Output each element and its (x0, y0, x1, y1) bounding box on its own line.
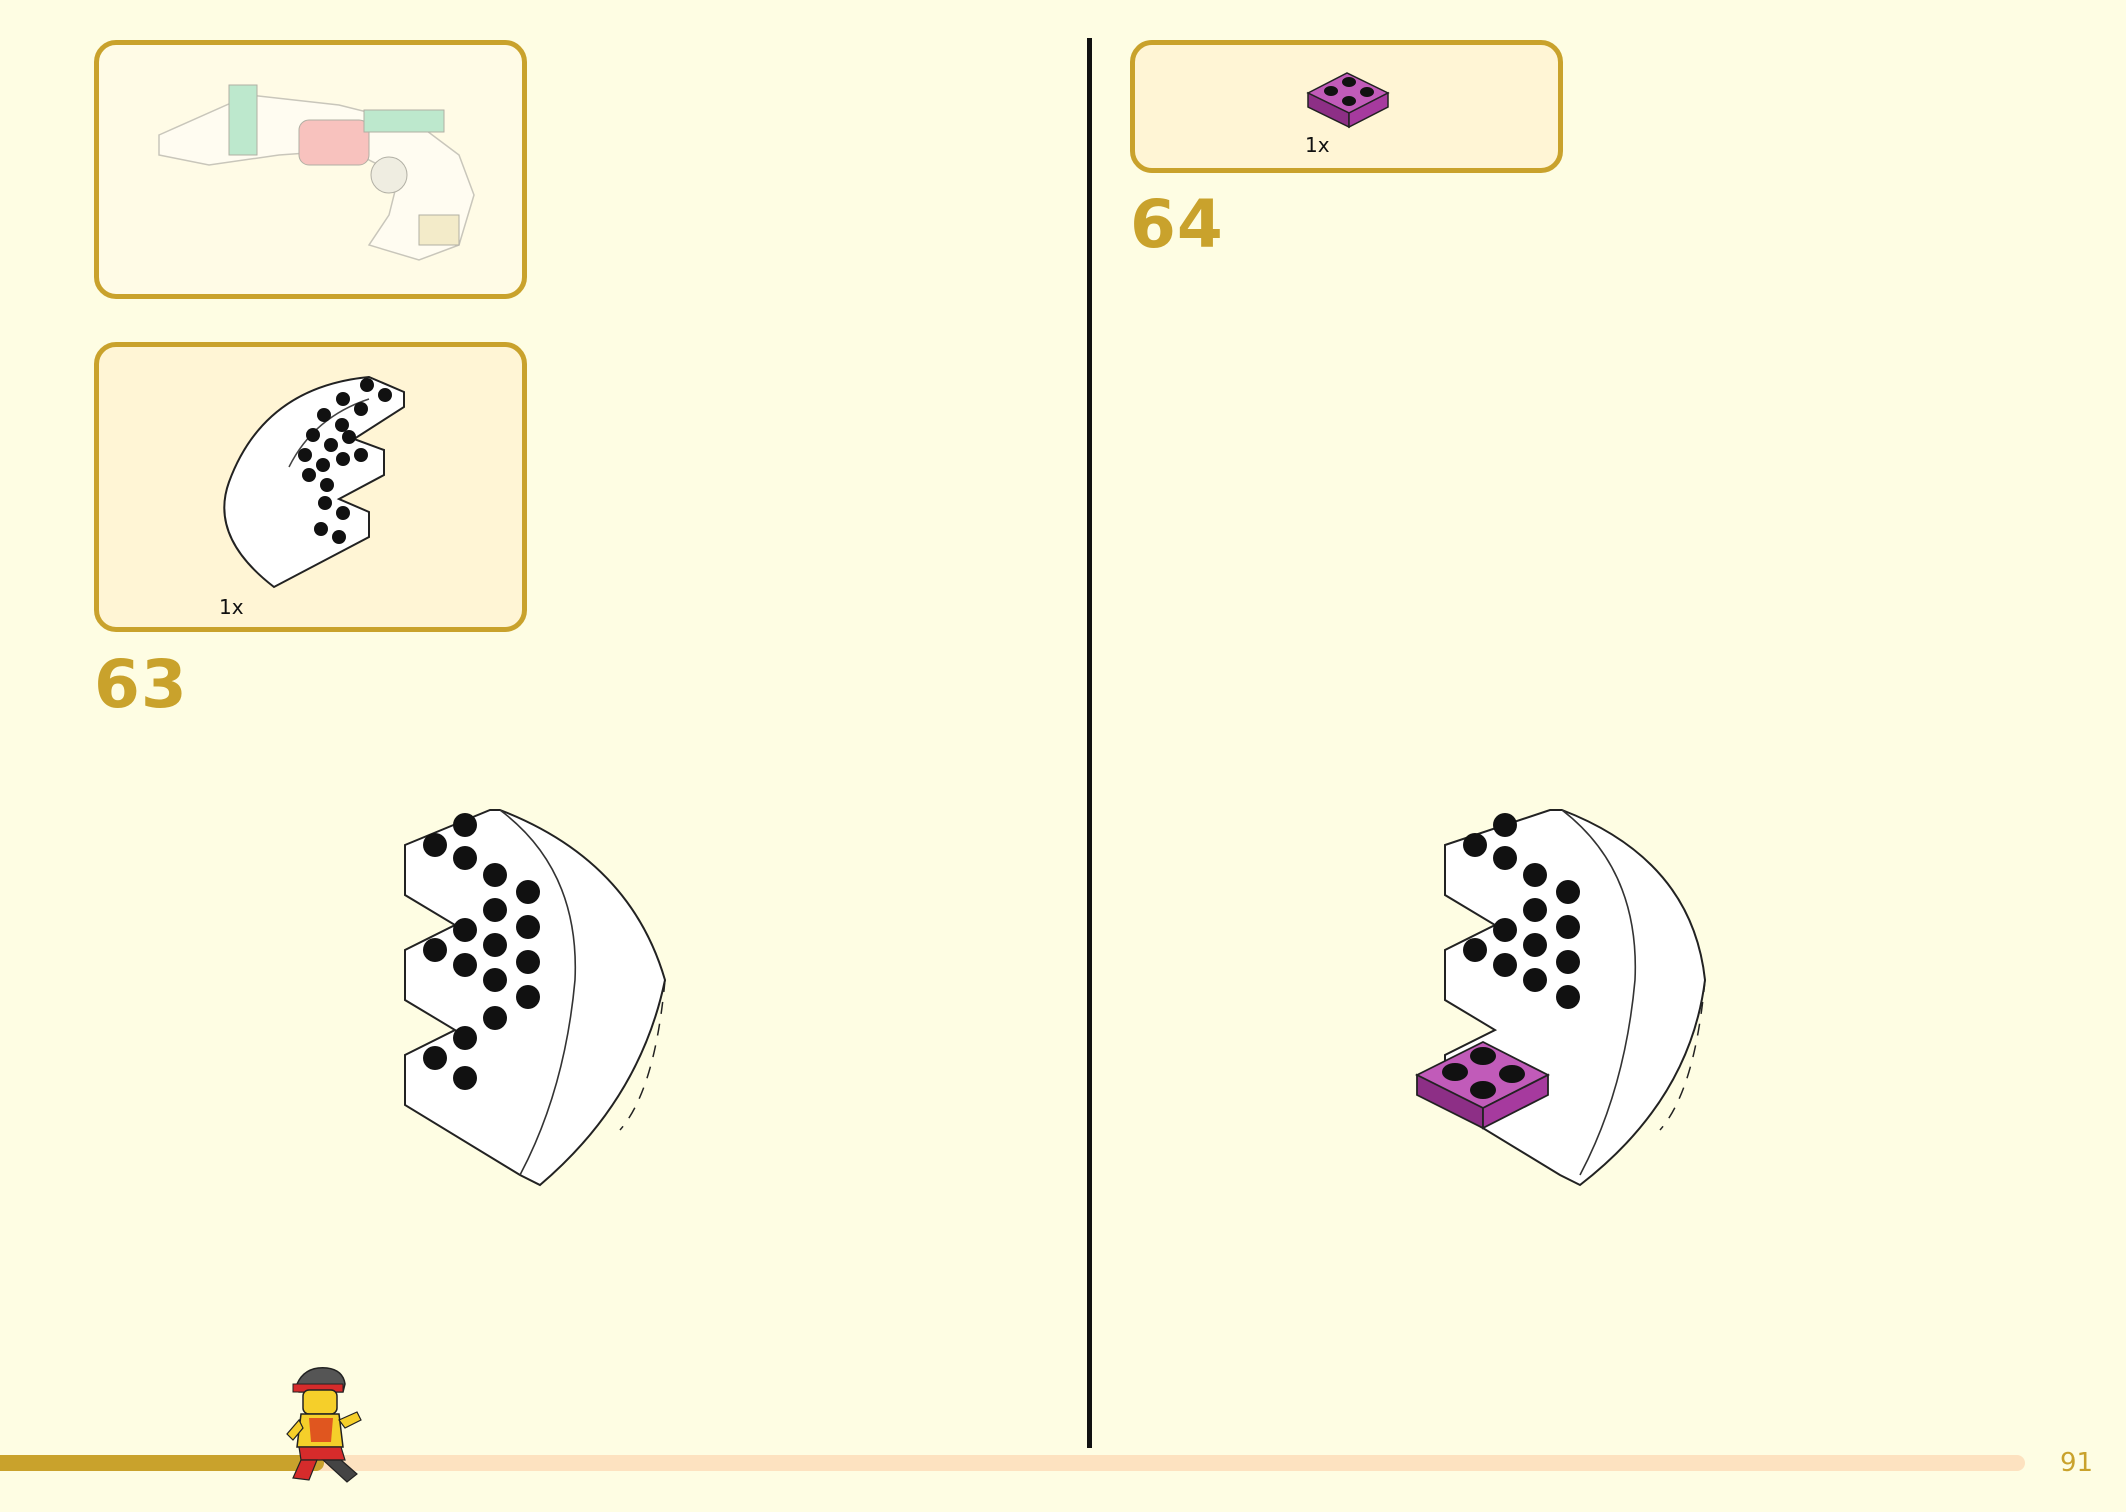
purple-plate-placed (1414, 1040, 1550, 1130)
part-quantity: 1x (219, 595, 244, 619)
step-number-64: 64 (1130, 186, 1224, 263)
progress-bar-fill (0, 1455, 324, 1471)
step-64-assembly-illustration (1414, 809, 1707, 1187)
step-63-assembly-illustration (404, 809, 667, 1187)
step-number-63: 63 (94, 646, 188, 723)
part-quantity: 1x (1305, 133, 1330, 157)
minifigure-mascot-icon (286, 1367, 362, 1483)
purple-plate-part-icon (1306, 72, 1390, 129)
parts-list-panel-step-64: 1x (1130, 40, 1563, 173)
page-divider (1087, 38, 1092, 1448)
page-number: 91 (2060, 1448, 2094, 1478)
submodel-context-panel (94, 40, 527, 299)
submodel-preview-illustration (158, 84, 475, 261)
curved-wedge-brick-part-icon (223, 375, 405, 589)
progress-bar-track (0, 1455, 2025, 1471)
parts-list-panel-step-63: 1x (94, 342, 527, 632)
